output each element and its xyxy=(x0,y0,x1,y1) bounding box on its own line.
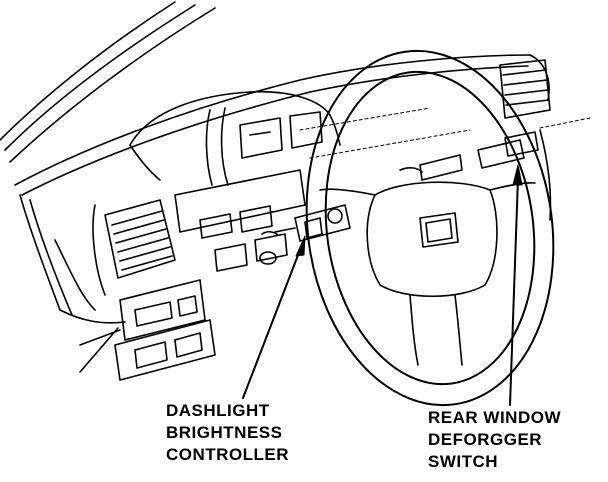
dashlight-brightness-controller xyxy=(261,204,351,242)
dashlight-leader-arrow xyxy=(242,249,301,399)
windshield-lines xyxy=(0,1,216,163)
reference-lines xyxy=(299,107,591,159)
label-line: BRIGHTNESS xyxy=(166,423,283,442)
center-panel xyxy=(174,169,306,272)
steering-wheel xyxy=(305,49,555,407)
rear-window-defogger-switch xyxy=(399,131,539,181)
gauge-cluster xyxy=(239,111,323,159)
left-air-vent xyxy=(92,199,176,296)
label-line: CONTROLLER xyxy=(166,445,290,464)
label-line: DEFORGGER xyxy=(428,430,543,449)
rear-defogger-leader-arrow xyxy=(509,177,519,406)
lower-left-leader xyxy=(79,327,119,373)
instrument-hood xyxy=(129,90,341,186)
rear-defogger-arrowhead xyxy=(512,164,523,186)
rear-window-defogger-switch-label: REAR WINDOW DEFORGGER SWITCH xyxy=(428,407,561,473)
dashlight-arrowhead xyxy=(295,235,306,257)
steering-wheel-hub xyxy=(319,181,536,366)
label-line: DASHLIGHT xyxy=(166,401,270,420)
label-line: SWITCH xyxy=(428,452,499,471)
label-line: REAR WINDOW xyxy=(428,408,561,427)
dashboard-left-side xyxy=(19,194,126,324)
dashlight-brightness-controller-label: DASHLIGHT BRIGHTNESS CONTROLLER xyxy=(166,400,289,466)
lower-switch-panel xyxy=(79,279,216,381)
